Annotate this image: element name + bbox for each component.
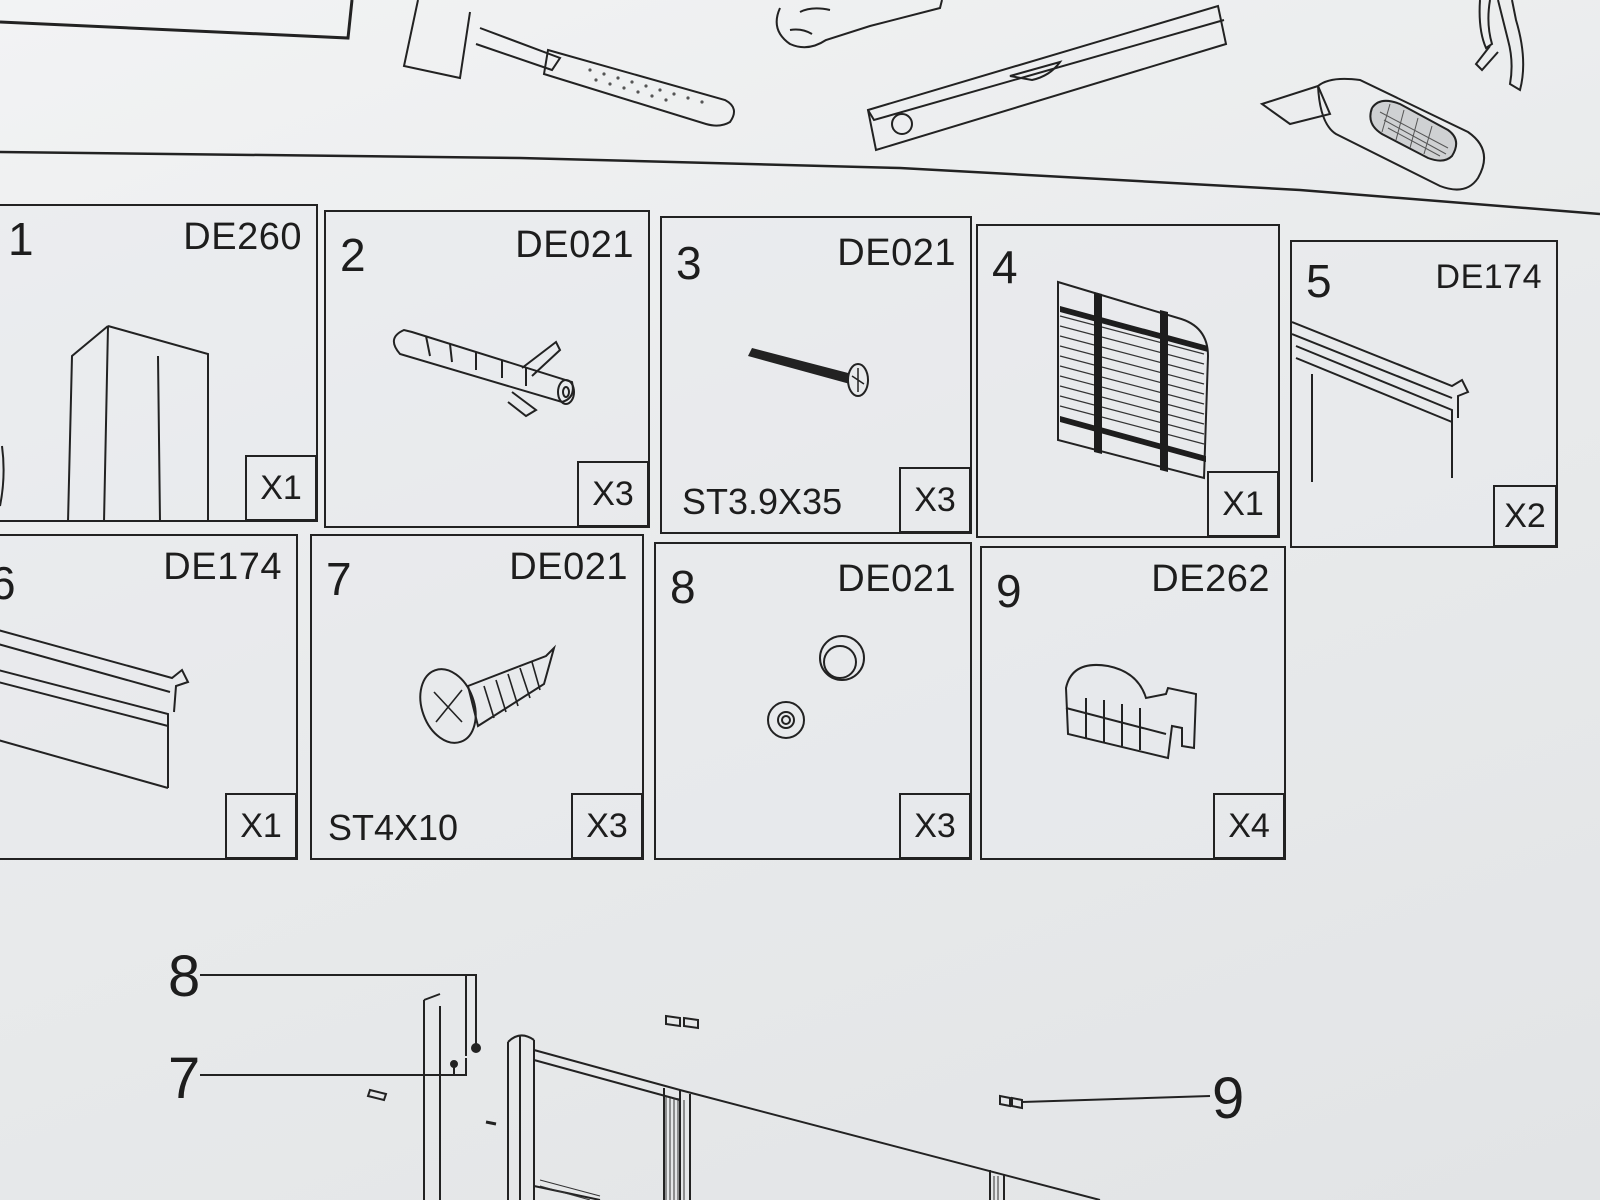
clip-icon <box>999 1094 1023 1110</box>
marker-icon <box>485 1120 497 1126</box>
part-quantity: X1 <box>225 793 297 859</box>
part-number: 2 <box>340 229 366 281</box>
part-quantity: X3 <box>899 467 971 533</box>
hammer-icon <box>402 0 735 127</box>
part-quantity: X3 <box>571 793 643 859</box>
part-cell: 9 DE262 X4 <box>980 546 1286 860</box>
part-code: DE260 <box>183 216 302 258</box>
part-code: DE021 <box>837 232 956 274</box>
screwdriver-icon <box>775 0 943 49</box>
clip-icon <box>1064 664 1198 760</box>
part-number: 3 <box>676 237 702 289</box>
part-cell: 1 DE260 X1 <box>0 204 318 523</box>
part-cell: 5 DE174 X2 <box>1290 240 1558 548</box>
leader-line-icon <box>1021 1095 1211 1103</box>
part-number: 9 <box>996 565 1022 617</box>
short-screw-icon <box>419 644 556 744</box>
part-code: DE262 <box>1151 558 1270 600</box>
part-spec: ST3.9X35 <box>682 481 843 522</box>
part-number: 8 <box>670 561 696 613</box>
part-cell: 4 X1 <box>976 224 1280 538</box>
part-number: 6 <box>0 557 16 609</box>
part-code: DE021 <box>509 546 628 588</box>
wall-plug-icon <box>393 328 575 418</box>
utility-knife-icon <box>1259 77 1486 191</box>
rail-profile-icon <box>1292 321 1470 482</box>
leader-line-icon <box>200 1058 467 1076</box>
wall-post-icon <box>423 993 441 1200</box>
part-cell: 7 DE021 ST4X10 X3 <box>310 534 644 860</box>
spirit-level-icon <box>866 4 1228 152</box>
screen-frame-icon <box>507 1034 1101 1200</box>
part-quantity: X1 <box>245 455 317 521</box>
part-code: DE174 <box>163 546 282 588</box>
part-code: DE021 <box>515 224 634 266</box>
part-cell: 2 DE021 X3 <box>324 210 650 528</box>
part-code: DE174 <box>1435 258 1542 296</box>
part-cell: 6 DE174 X1 <box>0 534 298 860</box>
part-number: 1 <box>8 213 34 265</box>
profile-bracket-icon <box>0 325 209 523</box>
callout-9: 9 <box>1212 1066 1245 1131</box>
part-quantity: X1 <box>1207 471 1279 537</box>
part-spec: ST4X10 <box>328 807 459 848</box>
leader-line-icon <box>200 974 481 1056</box>
cap-rings-icon <box>665 1014 699 1030</box>
part-quantity: X4 <box>1213 793 1285 859</box>
callout-7: 7 <box>168 1046 201 1111</box>
part-number: 5 <box>1306 255 1332 307</box>
part-cell: 3 DE021 ST3.9X35 X3 <box>660 216 972 534</box>
cap-rings-icon <box>767 635 865 739</box>
screw-icon <box>366 1088 388 1102</box>
part-number: 7 <box>326 553 352 605</box>
part-cell: 8 DE021 X3 <box>654 542 972 860</box>
section-divider <box>0 150 1600 216</box>
pleated-screen-icon <box>1057 280 1210 480</box>
part-quantity: X3 <box>577 461 649 527</box>
part-quantity: X3 <box>899 793 971 859</box>
caulk-gun-icon <box>1474 0 1525 92</box>
diagram-frame-corner-icon <box>0 0 354 40</box>
part-code: DE021 <box>837 558 956 600</box>
long-screw-icon <box>748 348 869 397</box>
part-number: 4 <box>992 241 1018 293</box>
part-quantity: X2 <box>1493 485 1557 547</box>
callout-8: 8 <box>168 944 201 1009</box>
rail-profile-icon <box>0 629 190 789</box>
tools-strip <box>0 0 1525 191</box>
